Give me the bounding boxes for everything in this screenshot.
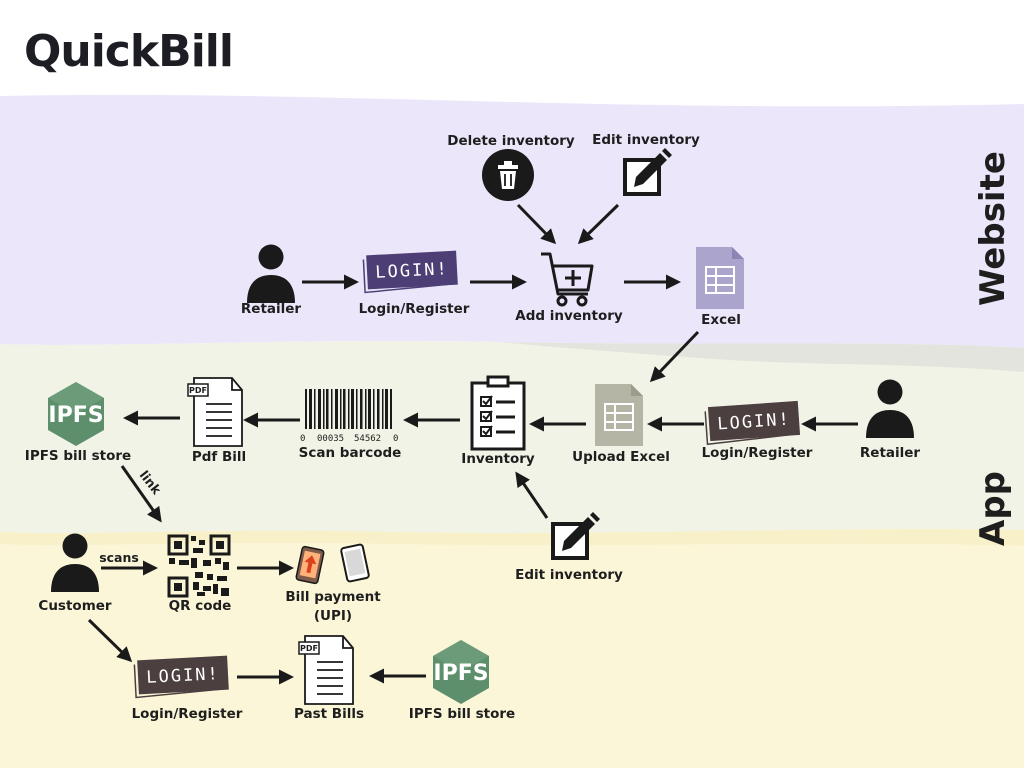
section-label-app: App [973,471,1013,546]
scans-label: scans [99,550,139,565]
app-pdf-bill-icon: PDF [187,377,243,447]
trash-icon [482,149,534,201]
arrow-excel-to-upload [649,330,700,383]
page-title: QuickBill [24,26,233,77]
inventory-label: Inventory [461,451,535,467]
scan-barcode-label: Scan barcode [299,445,402,461]
customer-login-label: Login/Register [132,706,243,722]
arrow-edit-to-inventory [515,471,549,519]
mobile-phone-icon [340,543,370,583]
excel-label: Excel [701,312,741,328]
delete-inventory-label: Delete inventory [447,133,575,149]
arrow-delete-to-cart [516,203,557,245]
qr-code-label: QR code [169,598,232,614]
svg-text:PDF: PDF [189,386,207,395]
svg-text:0: 0 [393,434,398,444]
customer-label: Customer [38,598,112,614]
arrow-customer-to-login [87,618,133,663]
pdf-bill-label: Pdf Bill [192,449,246,465]
svg-text:PDF: PDF [300,644,318,653]
website-login-label: Login/Register [359,301,470,317]
upload-excel-icon [595,384,643,446]
payment-phone-icon [295,545,325,585]
add-inventory-label: Add inventory [515,308,623,324]
website-retailer-label: Retailer [241,301,302,317]
website-login-icon: LOGIN! [362,250,458,294]
bill-payment-upi-label: (UPI) [314,608,352,624]
svg-text:IPFS: IPFS [433,661,488,686]
website-edit-inventory-label: Edit inventory [592,132,700,148]
app-login-label: Login/Register [702,445,813,461]
past-bills-pdf-icon: PDF [298,635,354,705]
inventory-checklist-icon [470,375,526,451]
cart-icon [541,252,594,307]
app-login-icon: LOGIN! [704,400,801,446]
website-excel-icon [696,247,744,309]
arrow-ipfs-to-qr [120,465,162,523]
svg-text:0: 0 [300,434,305,444]
customer-band [0,529,1024,768]
ipfs-bill-store-label: IPFS bill store [25,448,131,464]
arrow-edit-to-cart [577,203,620,245]
svg-text:54562: 54562 [354,434,381,444]
barcode-icon: 0 00035 54562 0 [300,389,398,444]
bill-payment-label: Bill payment [285,589,381,605]
customer-login-icon: LOGIN! [133,655,229,699]
section-label-website: Website [973,151,1013,306]
app-retailer-label: Retailer [860,445,921,461]
past-bills-label: Past Bills [294,706,364,722]
svg-text:IPFS: IPFS [48,403,103,428]
app-edit-inventory-label: Edit inventory [515,567,623,583]
svg-text:00035: 00035 [317,434,344,444]
qr-code-icon [167,534,231,598]
upload-excel-label: Upload Excel [572,449,670,465]
ipfs-bill-store-label-2: IPFS bill store [409,706,515,722]
svg-text:LOGIN!: LOGIN! [146,664,220,688]
svg-text:LOGIN!: LOGIN! [375,259,449,283]
ipfs-icon-2: IPFS [433,640,489,704]
ipfs-icon: IPFS [48,382,104,446]
